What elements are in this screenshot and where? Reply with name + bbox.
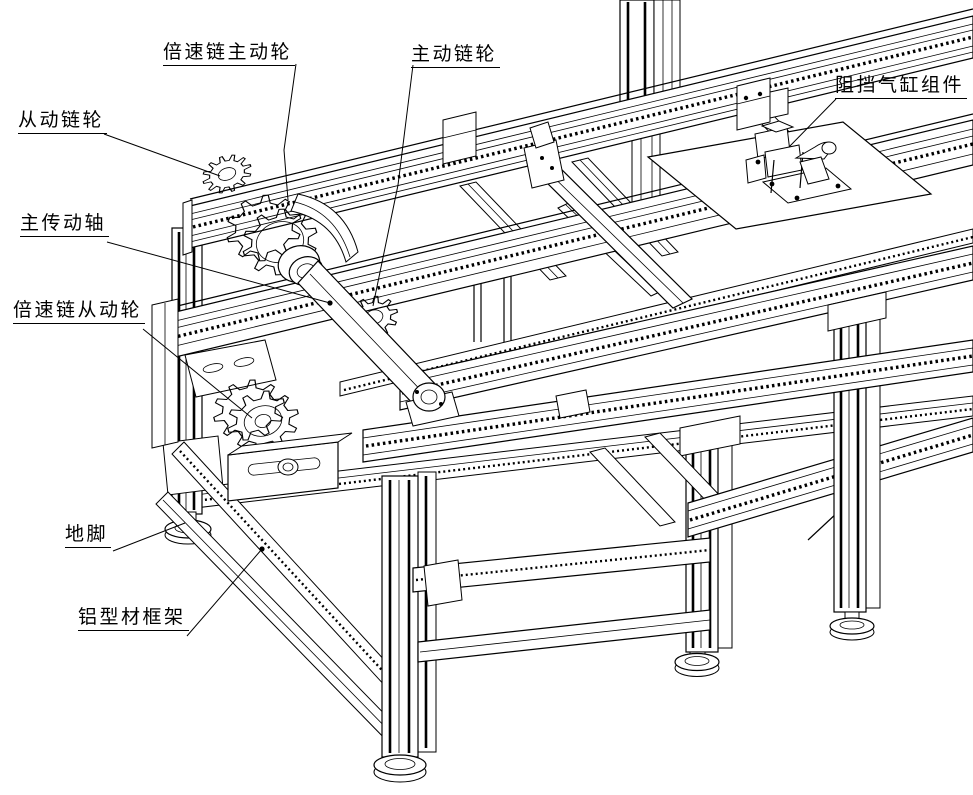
right-rear-leg (827, 291, 887, 641)
label-main-drive-shaft: 主传动轴 (20, 214, 110, 237)
leader-aluminum-frame (186, 548, 263, 637)
leader-drive-sprocket (372, 64, 414, 307)
leader-stop-cylinder (788, 98, 837, 148)
drive-train (184, 193, 460, 427)
label-foot-mount: 地脚 (65, 525, 112, 548)
near-middle-rail (362, 339, 973, 463)
far-chain-rail (182, 8, 973, 256)
near-bay-rail-upper (412, 537, 711, 607)
label-stop-cylinder-assembly: 阻挡气缸组件 (835, 76, 968, 99)
leader-driven-sprocket (103, 133, 221, 177)
label-drive-sprocket: 主动链轮 (411, 45, 501, 68)
label-speed-chain-drive-wheel: 倍速链主动轮 (163, 43, 296, 66)
speed-chain-drive-wheel-back (226, 194, 302, 262)
speed-chain-driven-wheel-back (213, 379, 285, 441)
label-aluminum-profile-frame: 铝型材框架 (78, 608, 189, 631)
near-bay-rail-lower (417, 609, 711, 663)
speed-chain-driven-wheel-gear (227, 390, 299, 452)
front-left-leg (373, 471, 437, 783)
sensor-bracket-beam (523, 121, 694, 309)
stop-cylinder-assembly-group (646, 120, 933, 230)
leader-main-drive-shaft (106, 241, 331, 304)
left-end-cross-rails (155, 441, 405, 747)
lower-cross-members (589, 432, 726, 527)
label-speed-chain-driven-wheel: 倍速链从动轮 (13, 301, 146, 324)
leader-lines (103, 63, 837, 637)
rail-mount-bracket (442, 111, 477, 165)
leader-speed-chain-driven-wheel (142, 328, 253, 419)
tensioner-assembly (213, 379, 353, 502)
leader-speed-chain-drive-wheel (283, 63, 297, 201)
label-driven-sprocket: 从动链轮 (18, 111, 108, 134)
rail-clamp-bracket (736, 77, 789, 131)
leader-foot-mount (112, 522, 186, 552)
